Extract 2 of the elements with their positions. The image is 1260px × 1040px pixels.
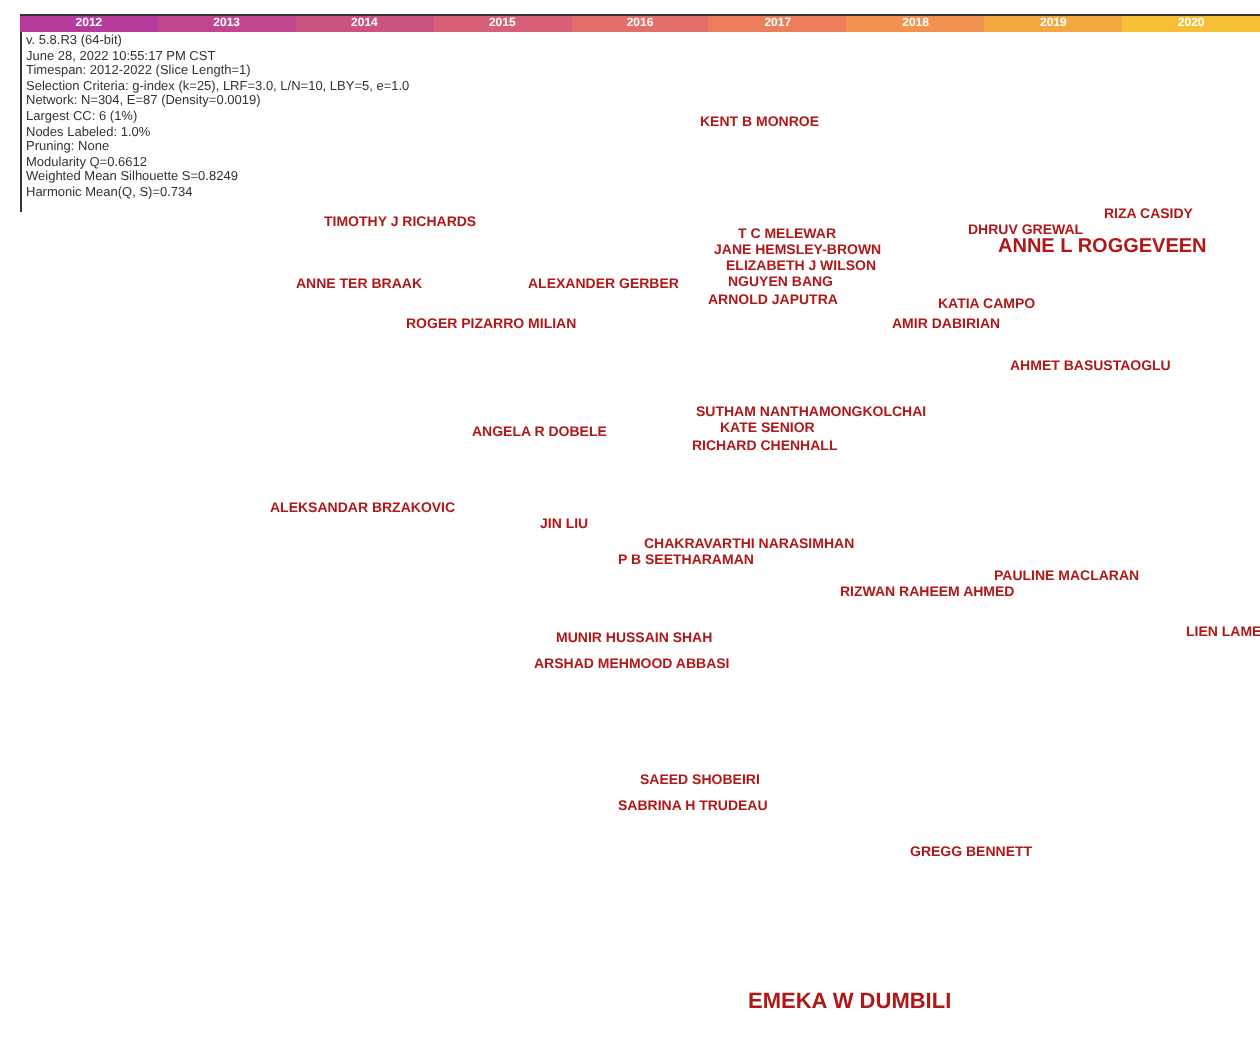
author-label: ANNE L ROGGEVEEN xyxy=(998,238,1207,258)
author-label: EMEKA W DUMBILI xyxy=(748,992,952,1014)
